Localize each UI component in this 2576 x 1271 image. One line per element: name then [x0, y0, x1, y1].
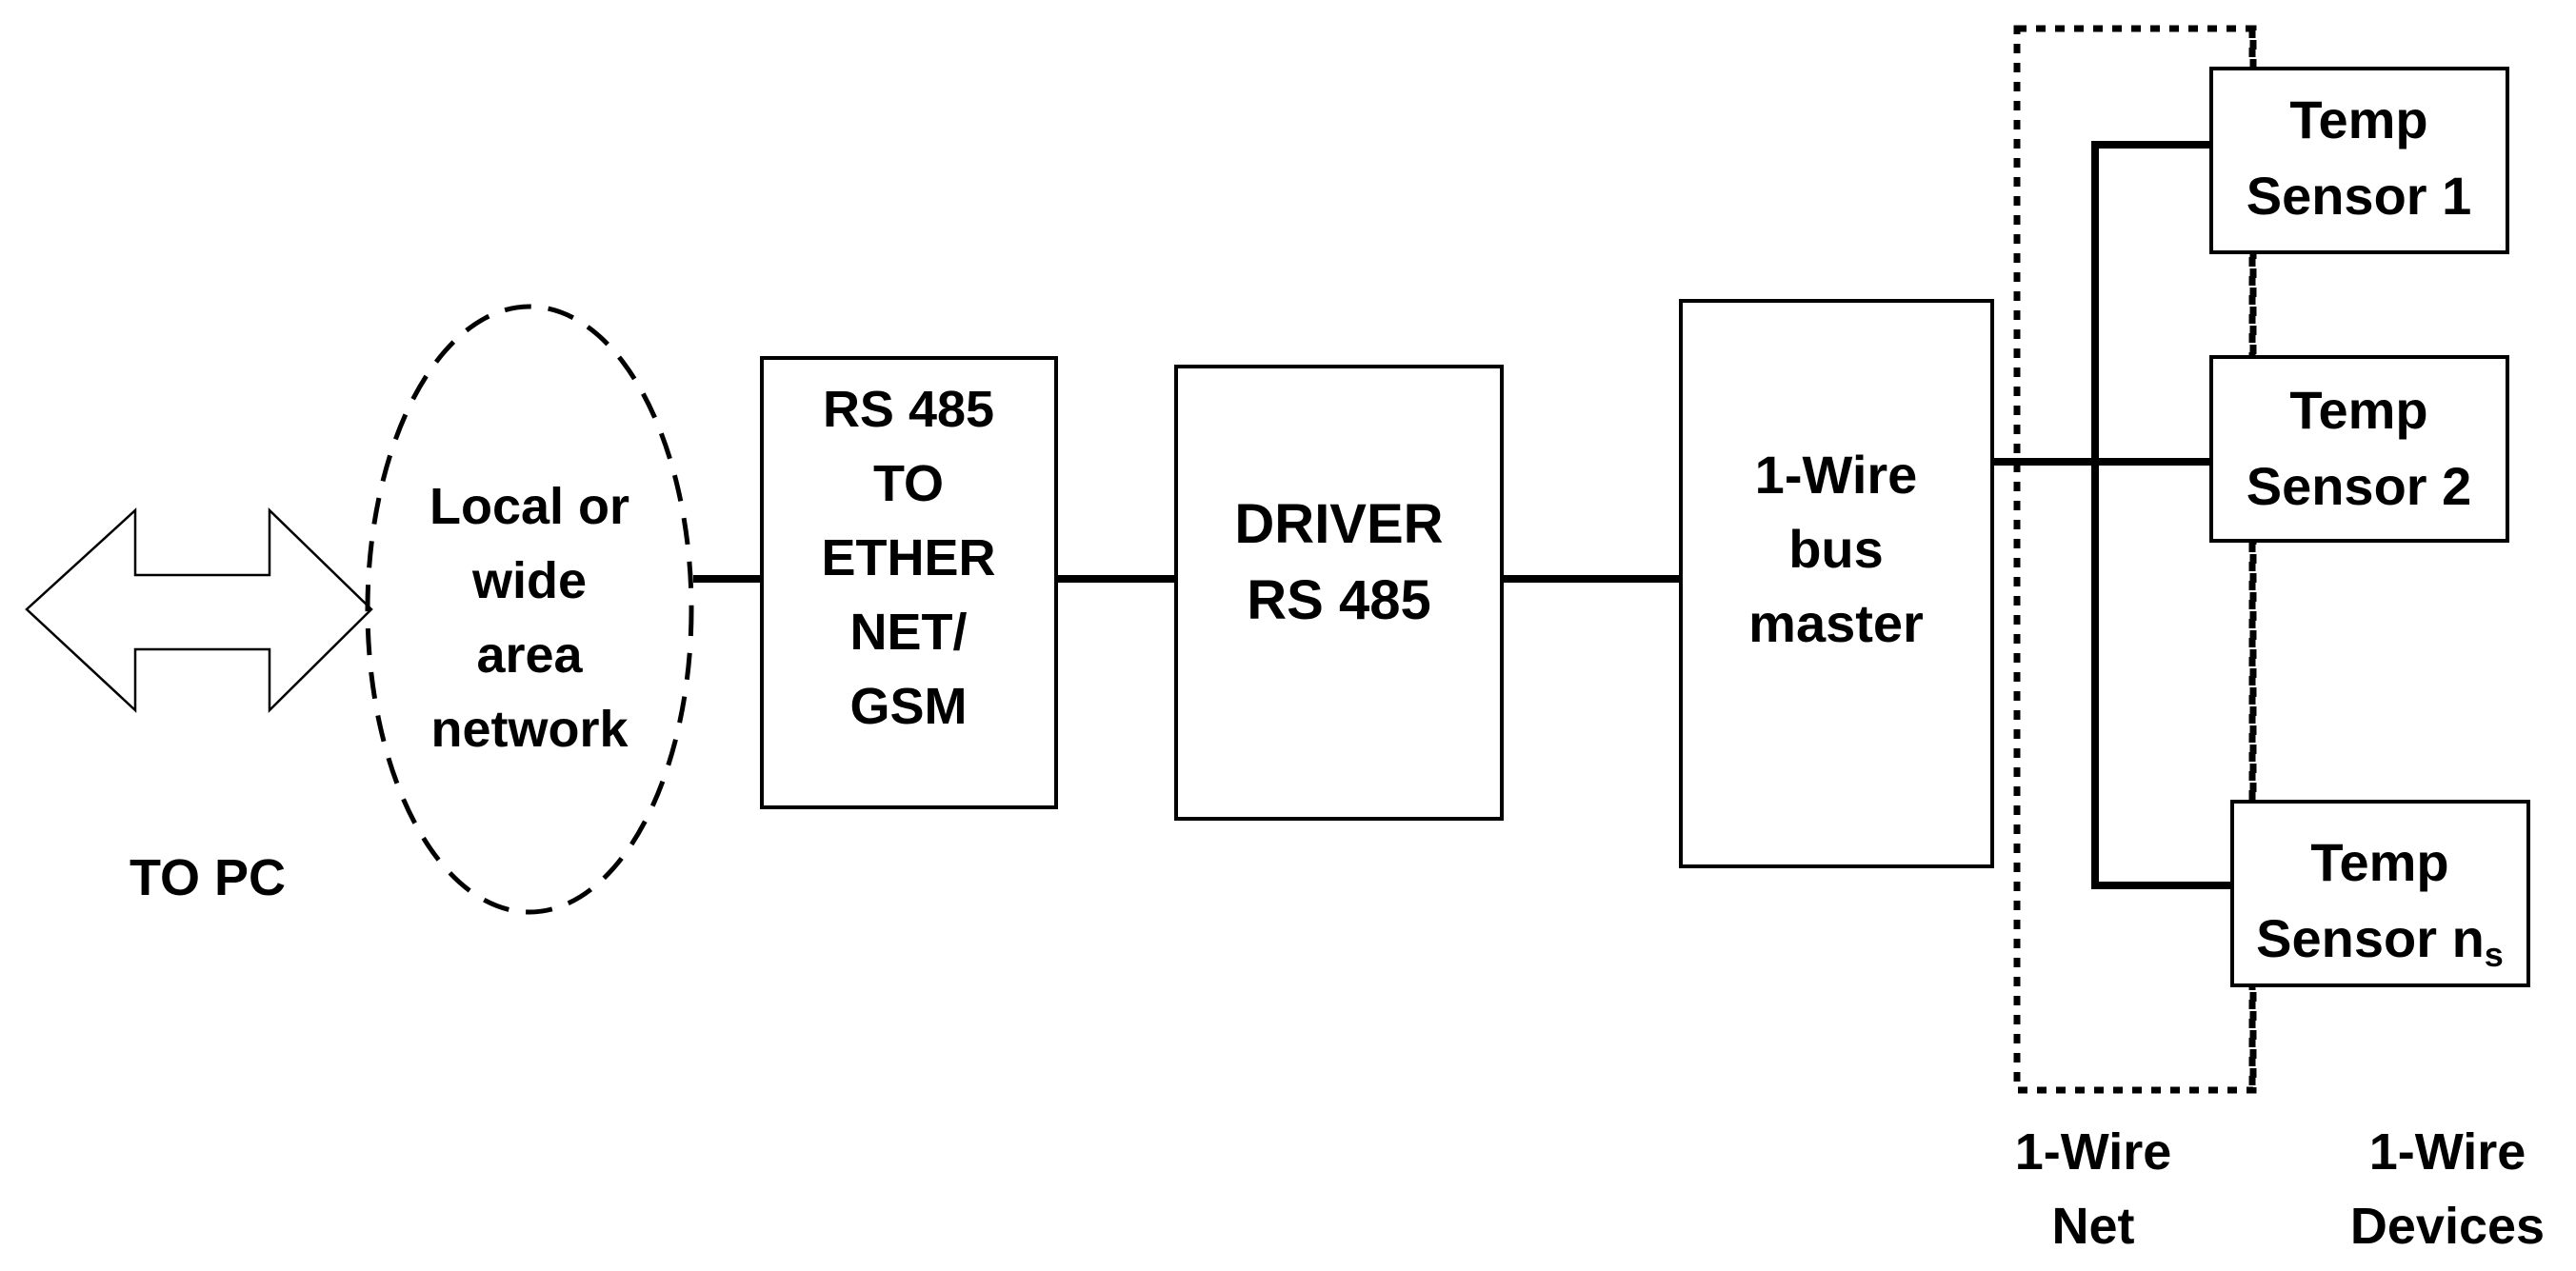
one-wire-net-label-line-2: Net [2051, 1198, 2134, 1255]
rs485-ether-gsm-box [760, 356, 1058, 809]
bus-master-label-line-3: master [1748, 593, 1924, 653]
bus-master-box [1679, 299, 1994, 868]
one-wire-net-boundary [2013, 25, 2257, 1094]
sensor-1-label-line-2: Sensor 1 [2247, 166, 2472, 226]
driver-rs485-box [1174, 365, 1504, 821]
driver-label-line-2: RS 485 [1247, 569, 1430, 631]
converter-label-line-3: ETHER [821, 529, 995, 586]
bidirectional-arrow-icon [25, 507, 373, 713]
sensor-n-label-line-2: Sensor ns [2256, 908, 2504, 974]
one-wire-devices-label-line-1: 1-Wire [2369, 1123, 2526, 1181]
converter-label-line-5: GSM [849, 678, 967, 735]
network-label-line-2: wide [471, 552, 587, 609]
one-wire-devices-label-line-2: Devices [2350, 1198, 2545, 1255]
converter-label-line-1: RS 485 [823, 381, 994, 438]
sensor-n-subscript: s [2485, 935, 2504, 974]
converter-label-line-4: NET/ [849, 604, 967, 661]
sensor-n-label-line-1: Temp [2310, 832, 2448, 892]
temp-sensor-n-box [2230, 800, 2530, 987]
temp-sensor-2-box [2209, 355, 2509, 543]
one-wire-net-label-line-1: 1-Wire [2015, 1123, 2172, 1181]
network-label-line-3: area [476, 626, 583, 684]
network-label-line-4: network [430, 701, 629, 758]
bus-master-label-line-2: bus [1788, 519, 1884, 579]
bus-master-label-line-1: 1-Wire [1755, 445, 1918, 505]
converter-label-line-2: TO [873, 455, 944, 512]
network-label-line-1: Local or [429, 478, 629, 535]
sensor-2-label-line-2: Sensor 2 [2247, 456, 2472, 516]
temp-sensor-1-box [2209, 67, 2509, 254]
sensor-n-label-main: Sensor n [2256, 908, 2485, 968]
driver-label-line-1: DRIVER [1234, 493, 1443, 555]
sensor-1-label-line-1: Temp [2289, 89, 2427, 149]
sensor-2-label-line-1: Temp [2289, 380, 2427, 440]
network-cloud [365, 304, 694, 915]
to-pc-label: TO PC [130, 849, 286, 906]
